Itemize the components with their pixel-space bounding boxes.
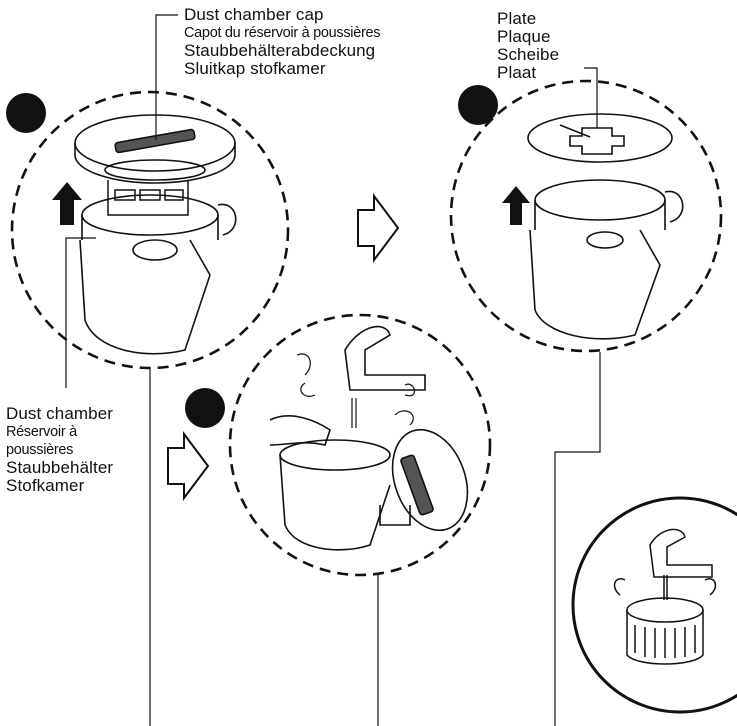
plate-label-fr: Plaque [497,28,559,46]
plate-label-nl: Plaat [497,64,559,82]
step-2-up-arrow [502,186,530,225]
step-3-marker [185,388,225,428]
step-1-up-arrow [52,182,82,225]
cap-label-de: Staubbehälterabdeckung [184,42,380,60]
dust-chamber-drawing [80,195,236,354]
cap-label-nl: Sluitkap stofkamer [184,60,380,78]
faucet-drawing [345,327,425,390]
plate-label-en: Plate [497,10,559,28]
step-1-group [6,92,288,368]
cap-label-en: Dust chamber cap [184,6,380,24]
plate-label: Plate Plaque Scheibe Plaat [497,10,559,82]
chamber-label-nl: Stofkamer [6,477,113,495]
step-1-marker [6,93,46,133]
step-2-marker [458,85,498,125]
next-step-arrow [168,434,208,498]
next-step-arrow [358,196,398,260]
chamber-label-de: Staubbehälter [6,459,113,477]
cap-label-fr: Capot du réservoir à poussières [184,24,380,42]
step-4-solid-circle [573,498,737,712]
chamber-label-fr-1: Réservoir à [6,423,113,441]
chamber-label-fr-2: poussières [6,441,113,459]
dust-chamber-cap-drawing [75,115,235,183]
chamber-label-en: Dust chamber [6,405,113,423]
step-3-group [185,315,490,575]
step-2-chamber-drawing [530,180,683,339]
plate-drawing [528,114,672,162]
dust-chamber-label: Dust chamber Réservoir à poussières Stau… [6,405,113,495]
plate-label-de: Scheibe [497,46,559,64]
step-3-chamber-drawing [280,440,390,550]
step-2-group [451,81,721,351]
dust-chamber-cap-label: Dust chamber cap Capot du réservoir à po… [184,6,380,78]
step-4-group [573,498,737,712]
